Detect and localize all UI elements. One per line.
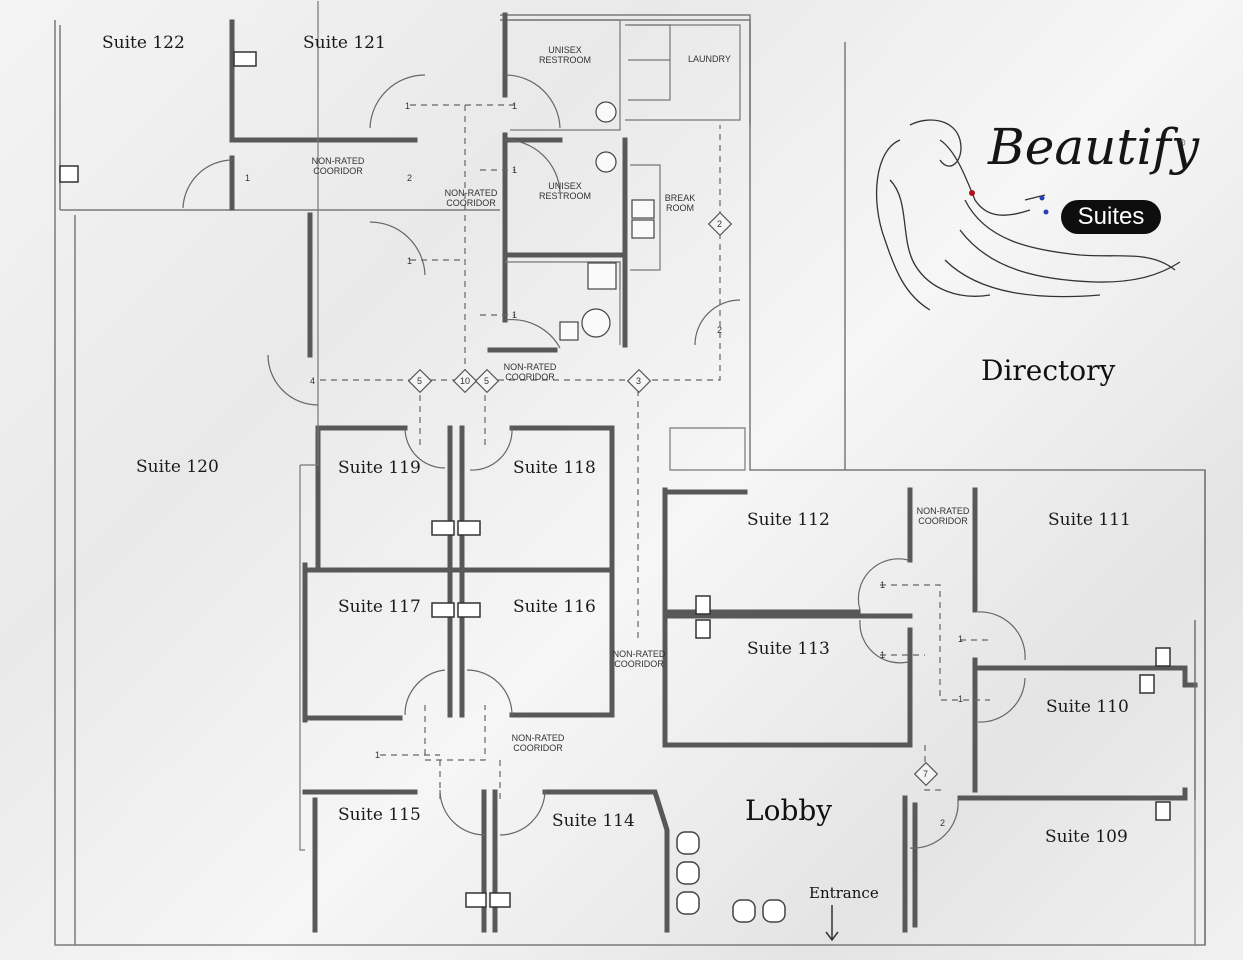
door-mark: 1	[958, 694, 964, 704]
door-mark: 1	[375, 750, 381, 760]
door-mark: 1	[880, 650, 886, 660]
suite-113-label: Suite 113	[747, 639, 830, 659]
corridor-label-4: NON-RATED COORIDOR	[916, 506, 970, 526]
door-mark: 1	[407, 256, 413, 266]
laundry-label: LAUNDRY	[688, 54, 731, 64]
door-mark: 1	[245, 173, 251, 183]
break-room-label: BREAK ROOM	[664, 193, 696, 213]
corridor-label-2: NON-RATED COORIDOR	[444, 188, 498, 208]
corridor-label-5: NON-RATED COORIDOR	[612, 649, 666, 669]
lobby-label: Lobby	[745, 794, 833, 827]
door-mark: 7	[923, 769, 929, 779]
door-mark: 1	[958, 634, 964, 644]
door-mark: 2	[717, 219, 723, 229]
suite-115-label: Suite 115	[338, 805, 421, 825]
suite-111-label: Suite 111	[1048, 510, 1131, 530]
door-mark: 1	[405, 101, 411, 111]
suite-114-label: Suite 114	[552, 811, 635, 831]
suite-119-label: Suite 119	[338, 458, 421, 478]
door-mark: 1	[512, 310, 518, 320]
door-mark: 1	[512, 165, 518, 175]
corridor-label-3: NON-RATED COORIDOR	[503, 362, 557, 382]
directory-title: Directory	[981, 354, 1116, 387]
suite-117-label: Suite 117	[338, 597, 421, 617]
door-mark: 2	[940, 818, 946, 828]
restroom-label-2: UNISEX RESTROOM	[538, 181, 591, 201]
door-mark: 3	[636, 376, 642, 386]
suite-121-label: Suite 121	[303, 33, 386, 53]
suite-120-label: Suite 120	[136, 457, 219, 477]
suite-110-label: Suite 110	[1046, 697, 1129, 717]
brand-badge: Suites	[1061, 200, 1161, 234]
suite-112-label: Suite 112	[747, 510, 830, 530]
suite-122-label: Suite 122	[102, 33, 185, 53]
door-mark: 2	[407, 173, 413, 183]
door-mark: 5	[484, 376, 490, 386]
corridor-label-6: NON-RATED COORIDOR	[511, 733, 565, 753]
door-mark: 5	[417, 376, 423, 386]
door-mark: 1	[512, 101, 518, 111]
restroom-label-1: UNISEX RESTROOM	[538, 45, 591, 65]
door-mark: 1	[880, 580, 886, 590]
suite-109-label: Suite 109	[1045, 827, 1128, 847]
suite-118-label: Suite 118	[513, 458, 596, 478]
brand-logo-word: Beautify	[988, 118, 1200, 176]
corridor-label-1: NON-RATED COORIDOR	[311, 156, 365, 176]
registered-mark: ®	[1178, 138, 1186, 149]
door-mark: 2	[717, 325, 723, 335]
door-mark: 10	[460, 376, 471, 386]
door-mark: 4	[310, 376, 316, 386]
entrance-label: Entrance	[809, 884, 879, 902]
suite-116-label: Suite 116	[513, 597, 596, 617]
